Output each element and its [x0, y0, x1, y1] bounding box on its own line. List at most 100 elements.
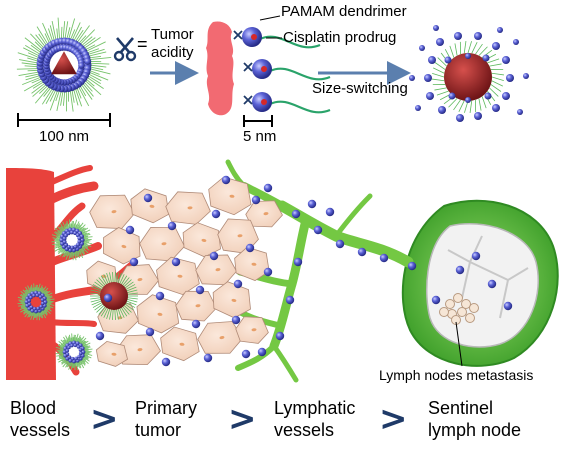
nucleus — [263, 212, 269, 216]
core — [444, 53, 492, 101]
peg-chain — [96, 303, 106, 313]
stage-label-sentinel-lymph-node: Sentinel lymph node — [428, 397, 521, 441]
peg-chain — [27, 52, 40, 59]
scissors-icon — [243, 95, 253, 105]
peg-chain — [73, 26, 83, 42]
peg-chain — [56, 349, 65, 352]
peg-chain — [81, 340, 89, 347]
nanoparticle-switched — [409, 25, 529, 122]
peg-chain — [59, 223, 66, 232]
peg-chain — [20, 307, 29, 313]
peg-chain — [71, 22, 81, 42]
peg-chain — [68, 250, 72, 261]
peg-chain — [63, 336, 69, 345]
peg-chain — [56, 354, 65, 357]
peg-chain — [77, 85, 90, 107]
peg-chain — [57, 245, 63, 249]
tumor-cell — [165, 191, 211, 225]
metastatic-cell — [453, 293, 463, 303]
peg-chain — [434, 62, 446, 70]
peg-chain — [28, 289, 31, 294]
released-dendrimers — [95, 175, 513, 367]
nucleus — [121, 244, 127, 249]
peg-chain — [114, 272, 116, 285]
dendrimer-dot — [502, 56, 510, 64]
dendrimer-dot — [70, 245, 75, 250]
chevron-right-icon: > — [228, 399, 257, 439]
peg-chain — [62, 90, 66, 106]
peg-chain — [69, 89, 74, 112]
peg-chain — [449, 45, 455, 58]
dendrimer-dot — [433, 25, 439, 31]
dendrimer-dot — [40, 301, 45, 306]
peg-chain — [114, 307, 116, 320]
nucleus — [237, 234, 243, 238]
dendrimer-dot — [335, 239, 345, 249]
scale-bar-100nm-label: 100 nm — [39, 128, 90, 145]
peg-chain — [70, 361, 74, 371]
dendrimer-dot — [67, 345, 71, 350]
dendrimer-dot — [73, 231, 78, 236]
peg-chain — [82, 236, 93, 239]
dendrimer-dot — [191, 319, 201, 329]
dendrimer-dot — [75, 233, 80, 238]
peg-chain — [34, 85, 51, 104]
tumor-cell — [139, 226, 186, 262]
dendrimer-dot — [29, 305, 34, 309]
peg-chain — [60, 90, 64, 106]
dendrimer-dot — [407, 261, 417, 271]
peg-chain — [96, 279, 106, 289]
peg-chain — [27, 285, 32, 294]
peg-chain — [490, 84, 502, 92]
dendrimer-dot — [293, 257, 303, 267]
metastatic-cell — [461, 299, 471, 309]
peg-chain — [51, 20, 57, 42]
peg-chain — [30, 284, 34, 293]
peg-chain — [74, 29, 84, 43]
dendrimer-dot — [84, 57, 92, 65]
dendrimer-dot — [517, 109, 523, 115]
peg-chain — [40, 286, 47, 294]
nucleus — [251, 328, 257, 332]
peg-chain — [467, 41, 472, 54]
peg-chain — [481, 96, 487, 109]
dendrimer-dot — [65, 352, 70, 356]
peg-chain — [55, 346, 65, 351]
peg-chain — [88, 71, 109, 81]
dendrimer-dot — [67, 355, 72, 359]
dendrimer-prodrug-group — [233, 27, 331, 114]
peg-chain — [90, 298, 103, 303]
peg-chain — [112, 272, 114, 285]
peg-chain — [83, 354, 92, 359]
peg-chain — [55, 89, 61, 102]
peg-chain — [79, 340, 83, 345]
peg-chain — [30, 311, 35, 320]
scale-bar-5nm-label: 5 nm — [243, 128, 277, 145]
nucleus — [201, 238, 207, 242]
stage-line1: Sentinel — [428, 398, 494, 418]
dendrimer-dot — [77, 239, 82, 244]
dendrimer-dot — [62, 239, 67, 244]
peg-chain — [83, 353, 89, 357]
peg-chain — [45, 302, 55, 306]
dendrimer-dot — [419, 45, 425, 51]
peg-chain — [21, 298, 27, 302]
peg-chain — [453, 99, 461, 111]
dendrimer-dot — [409, 75, 415, 81]
peg-chain — [436, 90, 449, 96]
nucleus — [231, 298, 237, 302]
nucleus — [111, 352, 117, 356]
dendrimer-dot — [426, 92, 434, 100]
metastasis-pointer — [455, 321, 463, 367]
nucleus — [111, 210, 117, 214]
dendrimer-dot — [36, 306, 40, 311]
dendrimer-dot — [66, 244, 71, 249]
peg-chain — [82, 242, 92, 247]
dendrimer-dot — [523, 73, 529, 79]
tumor-cell — [208, 176, 252, 216]
dendrimer-dot — [203, 353, 213, 363]
peg-chain — [64, 21, 69, 40]
switch-label: Size-switching — [312, 80, 408, 97]
peg-chain — [23, 47, 41, 57]
